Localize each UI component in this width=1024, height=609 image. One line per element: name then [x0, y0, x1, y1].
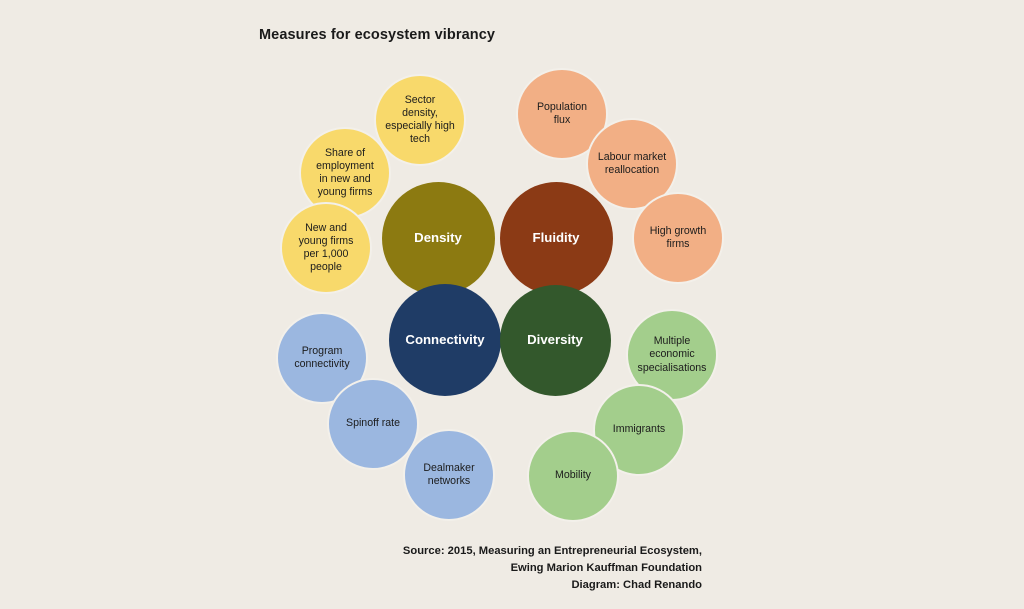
bubble-spinoff-rate[interactable]: Spinoff rate	[327, 378, 419, 470]
bubble-dealmaker-networks[interactable]: Dealmaker networks	[403, 429, 495, 521]
bubble-label: Density	[414, 229, 462, 245]
bubble-label: Mobility	[555, 469, 591, 482]
page-title: Measures for ecosystem vibrancy	[259, 27, 496, 43]
bubble-label: Program connectivity	[294, 344, 350, 370]
bubble-label: Population flux	[536, 100, 588, 126]
bubble-sector-density[interactable]: Sector density, especially high tech	[374, 74, 466, 166]
bubble-label: Labour market reallocation	[597, 150, 667, 176]
bubble-label: High growth firms	[649, 224, 707, 250]
bubble-label: Sector density, especially high tech	[385, 93, 455, 146]
bubble-immigrants[interactable]: Immigrants	[593, 384, 685, 476]
bubble-label: Spinoff rate	[346, 417, 400, 430]
source-line-3: Diagram: Chad Renando	[571, 579, 702, 592]
bubble-mobility[interactable]: Mobility	[527, 430, 619, 522]
bubble-diversity[interactable]: Diversity	[499, 284, 611, 396]
bubble-high-growth-firms[interactable]: High growth firms	[632, 192, 724, 284]
bubble-label: New and young firms per 1,000 people	[298, 221, 354, 274]
source-line-1: Source: 2015, Measuring an Entrepreneuri…	[402, 545, 702, 557]
source-line-2: Ewing Marion Kauffman Foundation	[510, 562, 702, 575]
bubble-new-young-firms[interactable]: New and young firms per 1,000 people	[280, 202, 372, 294]
bubble-label: Diversity	[527, 331, 583, 347]
source-citation: Source: 2015, Measuring an Entrepreneuri…	[403, 543, 702, 594]
bubble-multiple-economic-specialisations[interactable]: Multiple economic specialisations	[626, 309, 718, 401]
bubble-program-connectivity[interactable]: Program connectivity	[276, 312, 368, 404]
bubble-connectivity[interactable]: Connectivity	[389, 284, 501, 396]
bubble-label: Dealmaker networks	[423, 461, 475, 487]
bubble-label: Multiple economic specialisations	[637, 335, 707, 374]
bubble-label: Fluidity	[532, 229, 580, 245]
bubble-label: Share of employment in new and young fir…	[316, 146, 374, 199]
bubble-density[interactable]: Density	[381, 181, 495, 295]
bubble-label: Connectivity	[405, 331, 485, 347]
bubble-label: Immigrants	[612, 423, 666, 436]
bubble-fluidity[interactable]: Fluidity	[499, 181, 613, 295]
